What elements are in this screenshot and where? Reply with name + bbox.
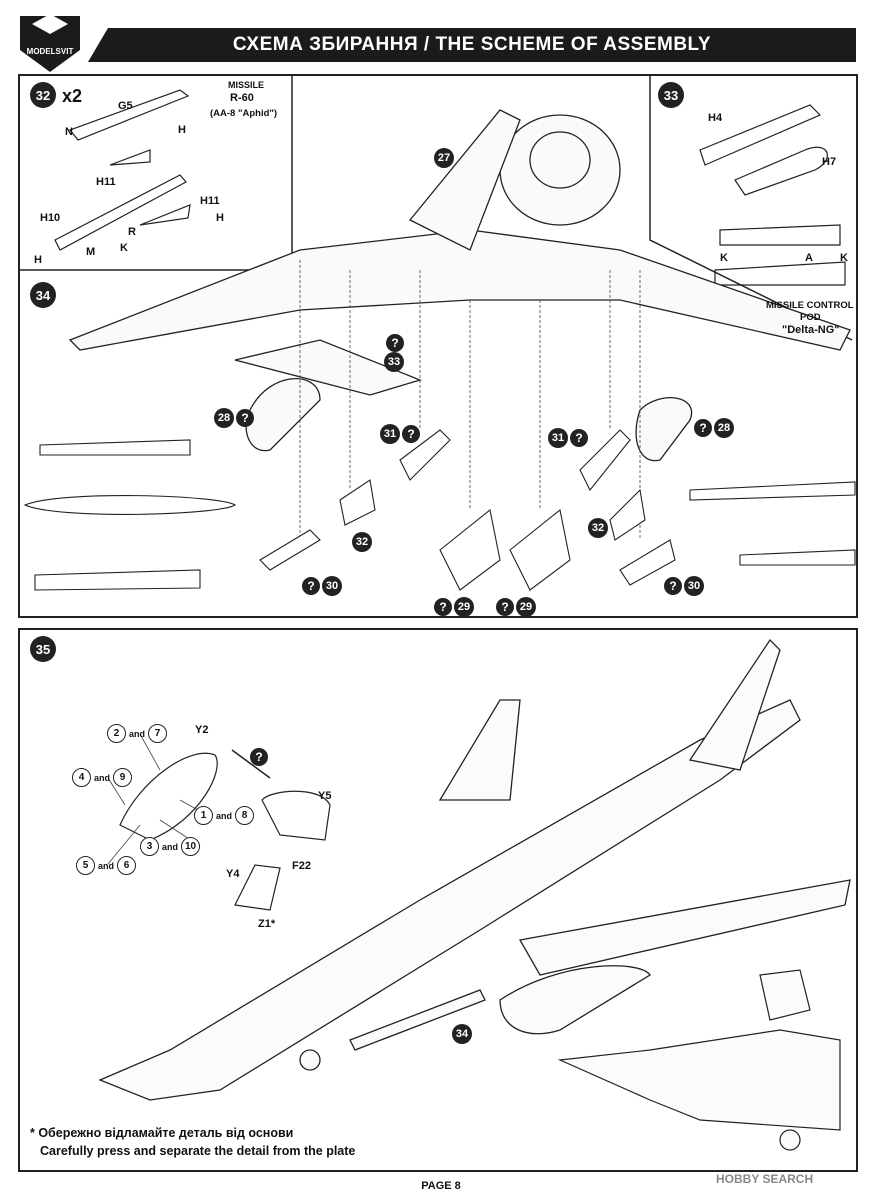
page-title-banner: СХЕМА ЗБИРАННЯ / THE SCHEME OF ASSEMBLY — [88, 28, 856, 62]
part-label-k: K — [120, 242, 128, 254]
callout-question: ? — [250, 748, 268, 766]
part-label-r: R — [128, 226, 136, 238]
part-label-h11-b: H11 — [200, 195, 220, 207]
separation-note: * Обережно відламайте деталь від основи … — [30, 1124, 355, 1160]
and-label: and — [98, 860, 115, 871]
callout-question: ? — [302, 577, 320, 595]
part-label-a: A — [805, 252, 813, 264]
callout-question: ? — [434, 598, 452, 616]
part-label-h7: H7 — [822, 156, 837, 168]
step-number-33: 33 — [658, 82, 684, 108]
missile-title-line2: R-60 — [230, 92, 254, 104]
pair-4-and-9: 4 and 9 — [72, 768, 133, 787]
pod-caption-line2: POD — [800, 312, 821, 323]
missile-title-line3: (AA-8 "Aphid") — [210, 108, 278, 119]
and-label: and — [129, 728, 146, 739]
part-label-y2: Y2 — [195, 724, 209, 736]
part-label-h-c: H — [34, 254, 42, 266]
pod-caption-line1: MISSILE CONTROL — [766, 300, 854, 311]
part-label-n: N — [65, 126, 73, 138]
callout-34: 34 — [452, 1024, 472, 1044]
callout-32-right: 32 — [588, 518, 608, 538]
callout-27: 27 — [434, 148, 454, 168]
part-circle-4: 4 — [72, 768, 91, 787]
page-number: PAGE 8 — [421, 1180, 461, 1192]
callout-31-left: 31 — [380, 424, 400, 444]
part-label-k-a: K — [720, 252, 728, 264]
note-ukrainian: * Обережно відламайте деталь від основи — [30, 1126, 294, 1140]
part-label-h-b: H — [216, 212, 224, 224]
part-circle-3: 3 — [140, 837, 159, 856]
part-label-g5: G5 — [118, 100, 133, 112]
callout-28-left: 28 — [214, 408, 234, 428]
callout-29-right: 29 — [516, 597, 536, 617]
callout-28-right: 28 — [714, 418, 734, 438]
pair-2-and-7: 2 and 7 — [107, 724, 168, 743]
callout-33: 33 — [384, 352, 404, 372]
step-number-32: 32 — [30, 82, 56, 108]
step-number-35: 35 — [30, 636, 56, 662]
part-label-f22: F22 — [292, 860, 311, 872]
part-circle-6: 6 — [117, 856, 137, 875]
part-label-y5: Y5 — [318, 790, 332, 802]
and-label: and — [162, 841, 179, 852]
callout-question: ? — [694, 419, 712, 437]
pod-caption-line3: "Delta-NG" — [782, 324, 840, 336]
callout-question: ? — [496, 598, 514, 616]
callout-29-left: 29 — [454, 597, 474, 617]
part-label-y4: Y4 — [226, 868, 240, 880]
pair-5-and-6: 5 and 6 — [76, 856, 137, 875]
missile-title-line1: MISSILE — [228, 80, 265, 90]
callout-question: ? — [402, 425, 420, 443]
note-english: Carefully press and separate the detail … — [40, 1144, 356, 1158]
part-label-h11-a: H11 — [96, 176, 116, 188]
part-label-k-b: K — [840, 252, 848, 264]
pair-3-and-10: 3 and 10 — [140, 837, 201, 856]
part-circle-9: 9 — [113, 768, 133, 787]
modelsvit-logo: MODELSVIT — [14, 10, 86, 76]
callout-question: ? — [570, 429, 588, 447]
part-circle-10: 10 — [181, 837, 201, 856]
part-circle-2: 2 — [107, 724, 126, 743]
part-label-h: H — [178, 124, 186, 136]
step-32-multiplier: x2 — [62, 86, 83, 106]
step-number-34: 34 — [30, 282, 56, 308]
callout-32-left: 32 — [352, 532, 372, 552]
part-circle-8: 8 — [235, 806, 255, 825]
part-label-h4: H4 — [708, 112, 723, 124]
section-frame-bottom — [18, 628, 858, 1172]
and-label: and — [94, 772, 111, 783]
part-label-m: M — [86, 246, 96, 258]
page-title: СХЕМА ЗБИРАННЯ / THE SCHEME OF ASSEMBLY — [232, 34, 712, 55]
callout-question: ? — [236, 409, 254, 427]
callout-31-right: 31 — [548, 428, 568, 448]
watermark: HOBBY SEARCH — [716, 1172, 814, 1186]
part-circle-5: 5 — [76, 856, 95, 875]
callout-30-left: 30 — [322, 576, 342, 596]
pair-1-and-8: 1 and 8 — [194, 806, 255, 825]
part-circle-1: 1 — [194, 806, 213, 825]
part-label-z1: Z1* — [258, 918, 276, 930]
part-circle-7: 7 — [148, 724, 168, 743]
callout-question: ? — [664, 577, 682, 595]
section-frame-top — [18, 74, 858, 618]
callout-30-right: 30 — [684, 576, 704, 596]
logo-text: MODELSVIT — [27, 47, 74, 56]
and-label: and — [216, 810, 233, 821]
part-label-h10: H10 — [40, 212, 61, 224]
callout-question: ? — [386, 334, 404, 352]
